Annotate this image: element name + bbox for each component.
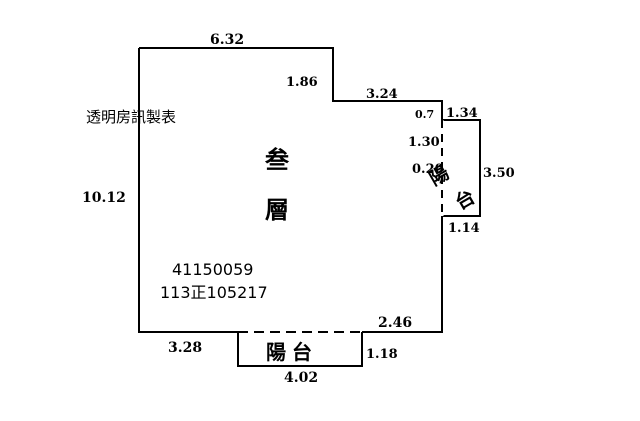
dim-bottom-balcony-depth: 1.18 <box>366 347 398 362</box>
dim-small-c: 0.20 <box>412 162 444 177</box>
id-line2: 113正105217 <box>160 283 268 302</box>
dim-top: 6.32 <box>210 32 244 48</box>
dim-bottom-right: 2.46 <box>378 315 412 331</box>
right-balcony-outline <box>442 119 481 217</box>
bottom-balcony-label: 陽台 <box>266 340 318 364</box>
dim-bottom-left: 3.28 <box>168 340 202 356</box>
watermark-text: 透明房訊製表 <box>86 108 176 126</box>
room-name-line2: 層 <box>265 195 289 224</box>
dim-right-balcony-depth: 3.50 <box>483 166 515 181</box>
dim-small-b: 1.34 <box>446 106 478 121</box>
id-line1: 41150059 <box>172 260 253 279</box>
dim-small-a: 0.7 <box>415 108 434 121</box>
dim-right-balcony-inner: 1.30 <box>408 135 440 150</box>
dim-right-balcony-width: 1.14 <box>448 221 480 236</box>
room-name-line1: 叁 <box>264 145 290 174</box>
dim-left: 10.12 <box>82 190 126 206</box>
dim-notch-width: 3.24 <box>366 87 398 102</box>
dim-bottom-balcony-width: 4.02 <box>284 370 318 386</box>
floor-outline-left <box>138 48 238 333</box>
bottom-balcony-outline <box>237 332 363 367</box>
dim-notch-depth: 1.86 <box>286 75 318 90</box>
right-balcony-label-char2: 台 <box>451 185 479 214</box>
floor-outline <box>139 47 443 333</box>
